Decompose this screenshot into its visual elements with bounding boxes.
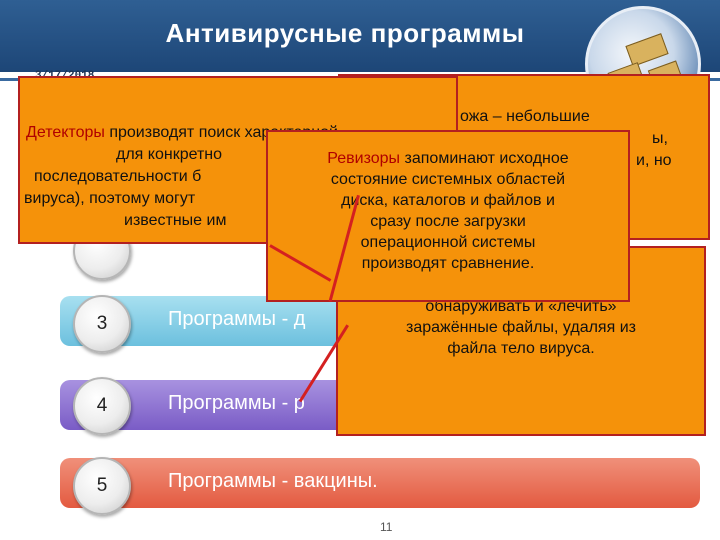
callout-text: для конкретно bbox=[116, 146, 223, 163]
callout-text: ы, bbox=[652, 130, 668, 147]
callout-text: состояние системных областей bbox=[330, 171, 566, 188]
slide-title: Антивирусные программы bbox=[165, 18, 525, 48]
callout-keyword: Ревизоры bbox=[327, 150, 401, 167]
callout-text: операционной системы bbox=[360, 234, 536, 251]
callout-text: сразу после загрузки bbox=[370, 213, 526, 230]
callout-keyword: Детекторы bbox=[26, 124, 105, 141]
number-badge: 3 bbox=[73, 295, 131, 353]
callout-text: вируса), поэтому могут bbox=[24, 190, 196, 207]
callout-text: последовательности б bbox=[34, 168, 202, 185]
callout-text: файла тело вируса. bbox=[447, 340, 595, 357]
callout-text: производят сравнение. bbox=[361, 255, 535, 272]
callout-text: обнаруживать и «лечить» bbox=[425, 298, 617, 315]
list-item-label: Программы - р bbox=[168, 392, 305, 414]
number-badge: 5 bbox=[73, 457, 131, 515]
callout-text: известные им bbox=[124, 212, 227, 229]
callout-revisors: Ревизоры запоминают исходное состояние с… bbox=[266, 130, 630, 302]
callout-text: диска, каталогов и файлов и bbox=[341, 192, 555, 209]
list-item-label: Программы - вакцины. bbox=[168, 470, 378, 492]
callout-text: заражённые файлы, удаляя из bbox=[406, 319, 636, 336]
callout-text: и, но bbox=[636, 152, 672, 169]
list-item-label: Программы - д bbox=[168, 308, 306, 330]
number-badge: 4 bbox=[73, 377, 131, 435]
callout-text: запоминают исходное bbox=[404, 150, 569, 167]
page-number: 11 bbox=[380, 520, 393, 534]
callout-text: ожа – небольшие bbox=[460, 108, 590, 125]
list-item-5: Программы - вакцины. bbox=[60, 458, 700, 508]
